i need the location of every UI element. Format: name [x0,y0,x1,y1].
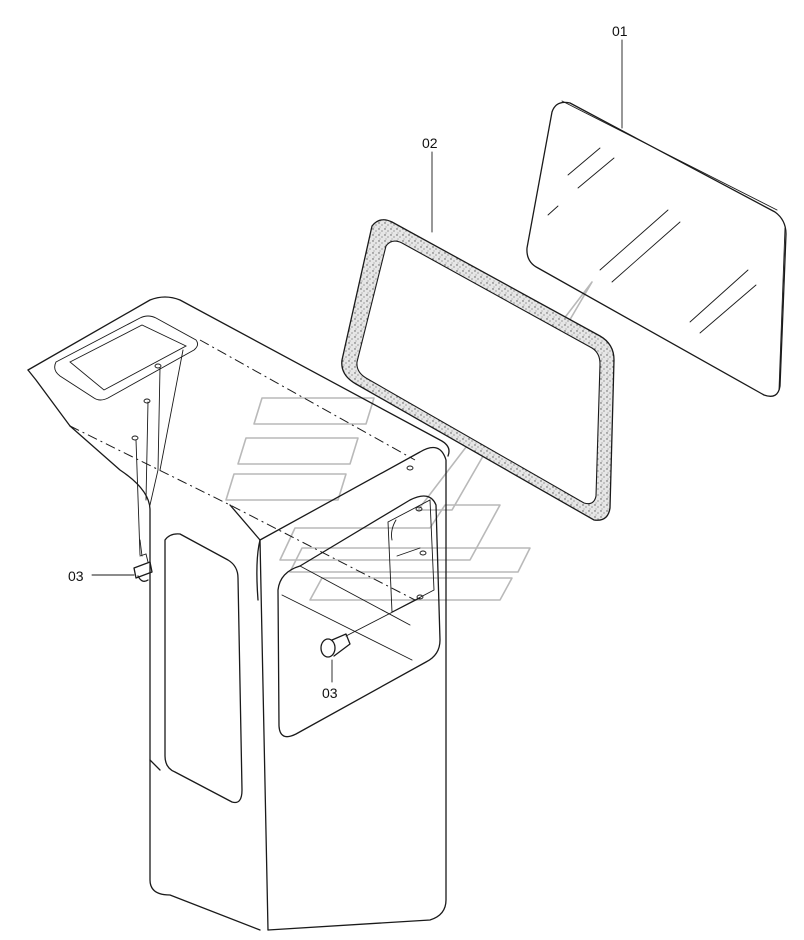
bolt-center [320,597,421,658]
callout-01: 01 [612,23,628,39]
callout-03-center: 03 [322,685,338,701]
callout-02: 02 [422,135,438,151]
cab-body [27,296,450,931]
bolt-left [133,539,153,582]
leader-lines [91,39,623,683]
window-gasket [341,219,615,521]
callout-03-left: 03 [68,568,84,584]
window-glass [526,100,787,397]
